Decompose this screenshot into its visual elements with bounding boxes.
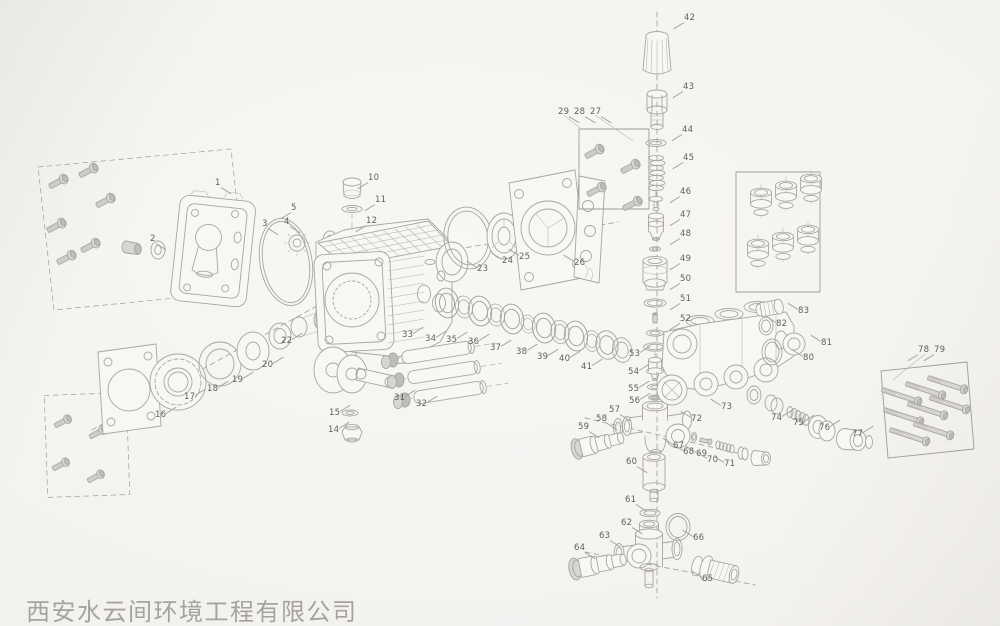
head-plugs [755, 298, 806, 366]
small-pin [652, 312, 658, 324]
outlet-fitting-chain [568, 452, 740, 589]
hose-barb-upper [570, 432, 625, 460]
unloader-small-kit [690, 431, 771, 466]
crankshaft-assembly [313, 346, 396, 443]
cylinder-spacer [642, 452, 666, 503]
rear-cover-plate [121, 190, 338, 308]
valve-kit-box [735, 169, 822, 293]
oil-seal [236, 331, 270, 371]
poppet [649, 189, 663, 211]
front-flange-group [435, 169, 606, 291]
cap-nut [121, 240, 142, 255]
crankcase [313, 177, 453, 365]
oil-filler-cap [341, 177, 363, 229]
unloader-cross-body [570, 400, 771, 466]
star-washer [283, 229, 311, 257]
check-valve [646, 352, 664, 382]
piston-cup [642, 255, 668, 291]
piston-kit-row [746, 385, 873, 451]
bolt-kit-box-bottom-left [43, 392, 131, 498]
valve-cartridge [648, 212, 664, 242]
spring [648, 154, 666, 192]
plunger-rods [381, 340, 509, 409]
manifold-head [656, 301, 795, 406]
lock-nut [646, 89, 668, 130]
hose-barb-lower [568, 553, 627, 581]
oil-drain-plug [341, 423, 363, 443]
adjust-knob [642, 31, 672, 75]
shaft-seal [486, 212, 522, 260]
side-bracket-plate [573, 175, 606, 284]
large-plug [774, 330, 806, 356]
cover-gasket [258, 217, 314, 307]
watermark-text: 西安水云间环境工程有限公司 [26, 598, 358, 626]
ball-bearing [149, 353, 207, 411]
piston-cup-77 [836, 428, 873, 451]
bearing-seal-chain [97, 309, 327, 435]
male-thread-fitting [691, 555, 740, 584]
long-bolt-box [880, 353, 975, 459]
outlet-cross-body [613, 519, 683, 589]
